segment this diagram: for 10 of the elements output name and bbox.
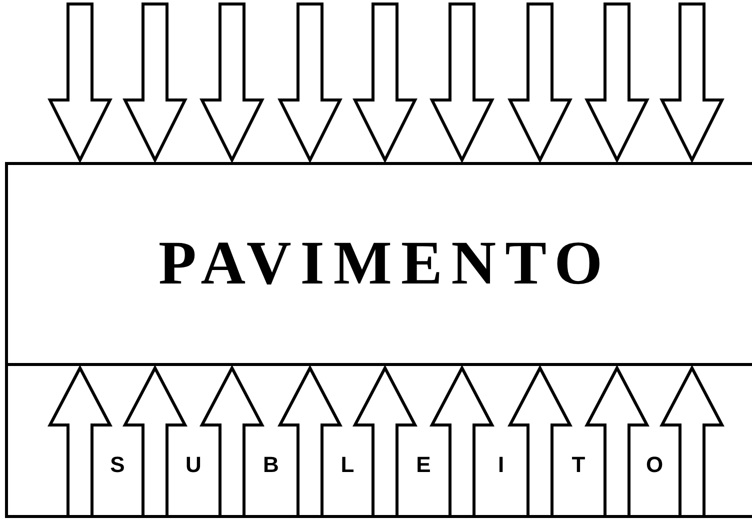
- layer-label: PAVIMENTO: [157, 228, 613, 300]
- layer-letter: L: [340, 452, 354, 478]
- layer-letter: T: [572, 452, 586, 478]
- layer-letter: B: [263, 452, 279, 478]
- pavement-layer: [5, 162, 752, 366]
- layer-letter: O: [646, 452, 664, 478]
- layer-letter: U: [186, 452, 202, 478]
- layer-letter: E: [416, 452, 431, 478]
- layer-letter: I: [498, 452, 504, 478]
- layer-letter: S: [110, 452, 125, 478]
